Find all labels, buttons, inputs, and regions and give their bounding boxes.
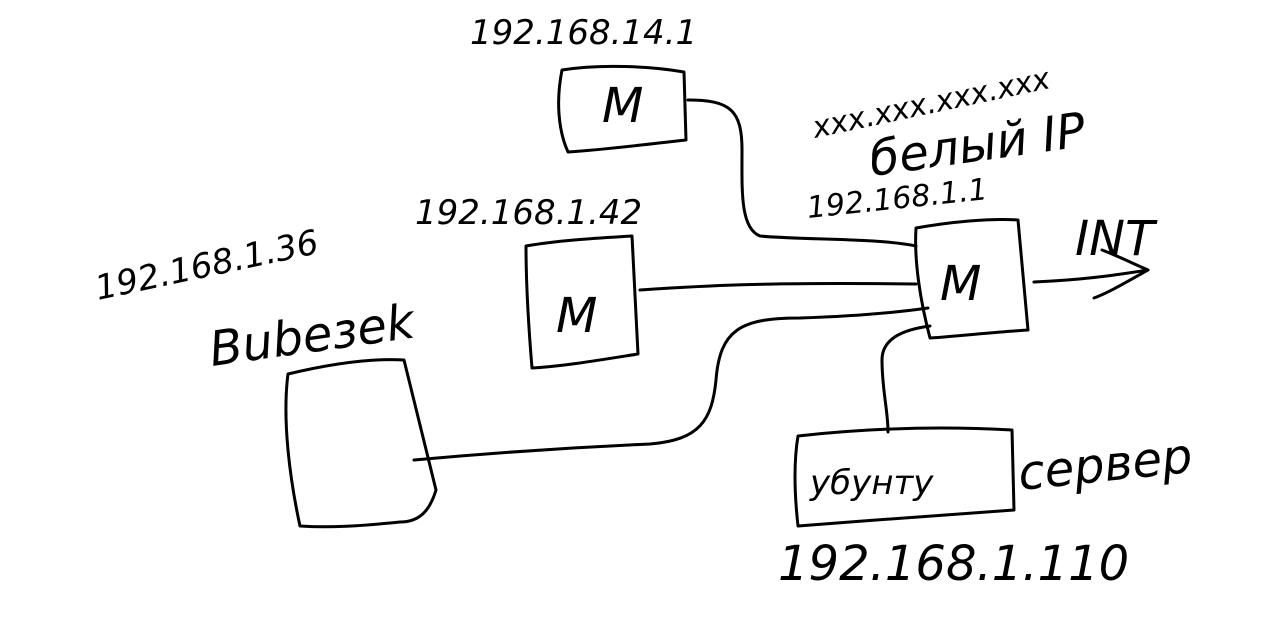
- server-side-text: сервер: [1015, 428, 1195, 502]
- computer-node: 192.168.1.36 Bubeзek: [92, 222, 438, 529]
- top-router-node: M 192.168.14.1: [470, 13, 697, 154]
- top-router-box: [557, 64, 688, 154]
- main-router-box: [914, 217, 1030, 340]
- top-router-symbol: M: [602, 78, 643, 134]
- internet-arrow-head-icon: [1092, 248, 1150, 300]
- mid-router-box: [524, 234, 640, 370]
- server-box: [793, 426, 1016, 528]
- computer-name: Bubeзek: [206, 293, 420, 377]
- link-computer-to-main: [412, 306, 930, 462]
- main-router-node: M 192.168.1.1 xxx.xxx.xxx.xxx белый IP: [805, 61, 1089, 340]
- server-ip: 192.168.1.110: [778, 536, 1129, 592]
- computer-box: [284, 358, 438, 529]
- link-main-to-server: [880, 324, 932, 434]
- link-mid-router-to-main: [638, 281, 918, 292]
- mid-router-symbol: M: [556, 288, 597, 344]
- server-node: убунту сервер 192.168.1.110: [778, 426, 1195, 592]
- top-router-ip: 192.168.14.1: [470, 13, 697, 53]
- computer-ip: 192.168.1.36: [92, 222, 322, 308]
- main-router-symbol: M: [940, 256, 981, 312]
- internet-label: INT: [1075, 211, 1158, 267]
- server-box-text: убунту: [809, 463, 934, 503]
- mid-router-ip: 192.168.1.42: [415, 193, 642, 233]
- mid-router-node: M 192.168.1.42: [415, 193, 642, 370]
- link-main-to-internet: [1032, 268, 1150, 284]
- link-top-router-to-main: [686, 98, 918, 248]
